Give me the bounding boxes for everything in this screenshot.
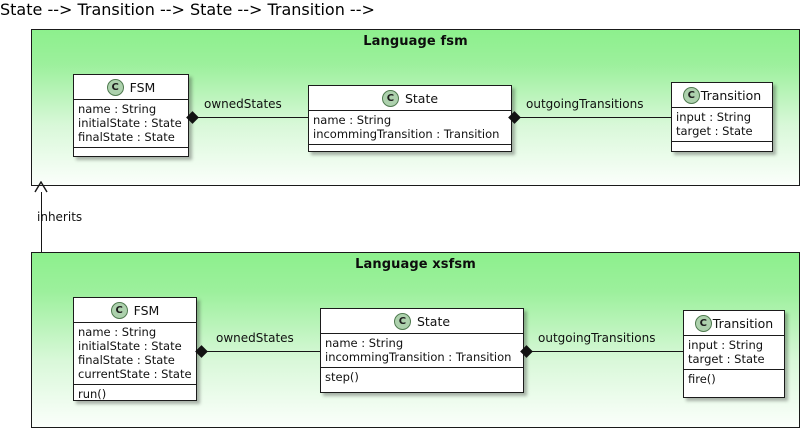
operation-row: step()	[325, 370, 359, 384]
attributes-compartment-fsm-State: name : String incommingTransition : Tran…	[309, 111, 511, 145]
class-name-fsm-Transition: Transition	[700, 87, 762, 103]
association-label-fsm-ownedStates: ownedStates	[204, 97, 282, 111]
package-title-fsm: Language fsm	[363, 34, 468, 49]
association-line-fsm-outgoingTransitions	[512, 117, 671, 118]
attribute-row: currentState : State	[78, 367, 192, 381]
class-icon: C	[682, 86, 700, 104]
class-icon: C	[110, 301, 128, 319]
operations-compartment-fsm-Transition	[672, 142, 772, 151]
attributes-compartment-xsfsm-State: name : String incommingTransition : Tran…	[321, 334, 523, 368]
attributes-compartment-xsfsm-FSM: name : String initialState : State final…	[74, 323, 196, 385]
association-line-xsfsm-outgoingTransitions	[524, 351, 683, 352]
operation-row: fire()	[688, 372, 716, 386]
attribute-row: name : String	[325, 336, 404, 350]
class-box-xsfsm-Transition[interactable]: C Transition input : String target : Sta…	[683, 310, 785, 398]
class-icon: C	[393, 312, 411, 330]
class-box-fsm-FSM[interactable]: C FSM name : String initialState : State…	[73, 74, 189, 157]
class-icon: C	[106, 78, 124, 96]
attribute-row: input : String	[676, 110, 752, 124]
association-line-xsfsm-ownedStates	[197, 351, 320, 352]
attribute-row: target : State	[688, 352, 765, 366]
class-name-xsfsm-FSM: FSM	[133, 302, 160, 318]
association-line-fsm-ownedStates	[189, 117, 308, 118]
attribute-row: finalState : State	[78, 353, 175, 367]
attribute-row: input : String	[688, 338, 764, 352]
package-title-xsfsm: Language xsfsm	[355, 257, 476, 272]
attribute-row: name : String	[313, 113, 392, 127]
attribute-row: initialState : State	[78, 116, 182, 130]
association-label-xsfsm-ownedStates: ownedStates	[216, 331, 294, 345]
class-header-xsfsm-State: C State	[321, 309, 523, 334]
class-header-fsm-Transition: C Transition	[672, 83, 772, 108]
attribute-row: target : State	[676, 124, 753, 138]
attributes-compartment-fsm-FSM: name : String initialState : State final…	[74, 100, 188, 148]
attribute-row: incommingTransition : Transition	[325, 350, 512, 364]
class-icon: C	[381, 89, 399, 107]
class-box-fsm-Transition[interactable]: C Transition input : String target : Sta…	[671, 82, 773, 152]
class-header-xsfsm-FSM: C FSM	[74, 298, 196, 323]
class-icon: C	[694, 314, 712, 332]
attributes-compartment-fsm-Transition: input : String target : State	[672, 108, 772, 142]
class-header-fsm-State: C State	[309, 86, 511, 111]
inherits-arrow-shaft	[41, 192, 42, 252]
class-name-fsm-FSM: FSM	[129, 79, 156, 95]
class-name-fsm-State: State	[404, 90, 439, 106]
attribute-row: name : String	[78, 102, 157, 116]
class-name-xsfsm-State: State	[416, 313, 451, 329]
attributes-compartment-xsfsm-Transition: input : String target : State	[684, 336, 784, 370]
class-header-xsfsm-Transition: C Transition	[684, 311, 784, 336]
attribute-row: incommingTransition : Transition	[313, 127, 500, 141]
class-box-xsfsm-State[interactable]: C State name : String incommingTransitio…	[320, 308, 524, 393]
operation-row: run()	[78, 387, 107, 401]
attribute-row: finalState : State	[78, 130, 175, 144]
association-label-xsfsm-outgoingTransitions: outgoingTransitions	[538, 331, 656, 345]
inherits-label: inherits	[37, 210, 83, 224]
attribute-row: name : String	[78, 325, 157, 339]
operations-compartment-xsfsm-Transition: fire()	[684, 370, 784, 389]
operations-compartment-fsm-FSM	[74, 148, 188, 157]
class-header-fsm-FSM: C FSM	[74, 75, 188, 100]
inherits-arrow-head	[34, 181, 48, 193]
operations-compartment-fsm-State	[309, 145, 511, 154]
operations-compartment-xsfsm-FSM: run()	[74, 385, 196, 404]
class-box-fsm-State[interactable]: C State name : String incommingTransitio…	[308, 85, 512, 152]
class-name-xsfsm-Transition: Transition	[712, 315, 774, 331]
class-box-xsfsm-FSM[interactable]: C FSM name : String initialState : State…	[73, 297, 197, 401]
attribute-row: initialState : State	[78, 339, 182, 353]
association-label-fsm-outgoingTransitions: outgoingTransitions	[526, 97, 644, 111]
operations-compartment-xsfsm-State: step()	[321, 368, 523, 387]
